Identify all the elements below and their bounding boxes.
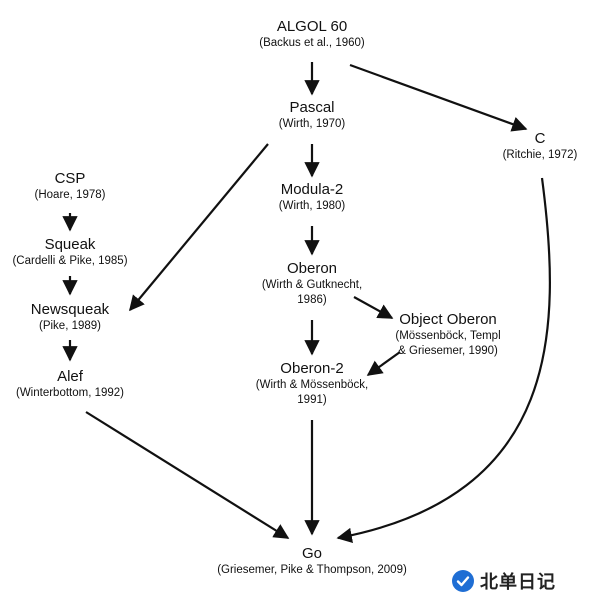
node-name: Newsqueak bbox=[30, 301, 110, 318]
edge-algol-to-c bbox=[349, 63, 528, 132]
node-citation: (Winterbottom, 1992) bbox=[15, 387, 125, 399]
check-badge-icon bbox=[452, 570, 474, 592]
node-citation: (Wirth, 1970) bbox=[278, 118, 346, 130]
node-csp: CSP (Hoare, 1978) bbox=[35, 170, 106, 203]
node-name: ALGOL 60 bbox=[276, 18, 348, 35]
node-oberon-2: Oberon-2 (Wirth & Mössenböck, 1991) bbox=[256, 360, 368, 408]
node-c: C (Ritchie, 1972) bbox=[503, 130, 578, 163]
node-citation: (Ritchie, 1972) bbox=[502, 149, 578, 161]
watermark: 北单日记 bbox=[452, 568, 556, 594]
node-name: CSP bbox=[54, 170, 86, 187]
node-name: Object Oberon bbox=[399, 311, 497, 328]
node-citation: (Wirth & Gutknecht, bbox=[261, 279, 363, 291]
edge-alef-to-go bbox=[85, 411, 290, 539]
node-citation-continued: & Griesemer, 1990) bbox=[398, 344, 498, 357]
node-name: Oberon bbox=[286, 260, 338, 277]
node-go: Go (Griesemer, Pike & Thompson, 2009) bbox=[217, 545, 407, 578]
node-name: Pascal bbox=[289, 99, 335, 116]
node-name: Modula-2 bbox=[280, 181, 344, 198]
node-citation: (Wirth, 1980) bbox=[278, 200, 346, 212]
node-citation: (Griesemer, Pike & Thompson, 2009) bbox=[217, 564, 407, 576]
node-citation-continued: 1986) bbox=[297, 293, 327, 306]
edge-pascal-to-newsqueak bbox=[129, 143, 269, 312]
node-name: Oberon-2 bbox=[280, 360, 344, 377]
node-citation: (Cardelli & Pike, 1985) bbox=[12, 255, 128, 267]
node-name: Go bbox=[301, 545, 322, 562]
node-name: C bbox=[534, 130, 546, 147]
node-citation: (Pike, 1989) bbox=[38, 320, 102, 332]
node-object-oberon: Object Oberon (Mössenböck, Templ & Gries… bbox=[395, 311, 500, 359]
node-citation: (Mössenböck, Templ bbox=[395, 330, 501, 342]
node-algol-60: ALGOL 60 (Backus et al., 1960) bbox=[259, 18, 364, 51]
node-squeak: Squeak (Cardelli & Pike, 1985) bbox=[12, 236, 127, 269]
node-oberon: Oberon (Wirth & Gutknecht, 1986) bbox=[262, 260, 362, 308]
node-name: Alef bbox=[57, 368, 83, 385]
watermark-text: 北单日记 bbox=[480, 572, 556, 593]
edge-object-oberon-to-oberon2 bbox=[366, 351, 401, 376]
node-citation: (Backus et al., 1960) bbox=[259, 37, 365, 49]
node-alef: Alef (Winterbottom, 1992) bbox=[16, 368, 124, 401]
node-citation: (Wirth & Mössenböck, bbox=[255, 379, 369, 391]
node-newsqueak: Newsqueak (Pike, 1989) bbox=[31, 301, 109, 334]
node-citation-continued: 1991) bbox=[297, 393, 327, 406]
node-pascal: Pascal (Wirth, 1970) bbox=[279, 99, 345, 132]
node-modula-2: Modula-2 (Wirth, 1980) bbox=[279, 181, 345, 214]
node-name: Squeak bbox=[44, 236, 96, 253]
node-citation: (Hoare, 1978) bbox=[34, 189, 106, 201]
edge-oberon-to-object-oberon bbox=[353, 296, 394, 319]
edge-c-to-go bbox=[336, 177, 551, 543]
